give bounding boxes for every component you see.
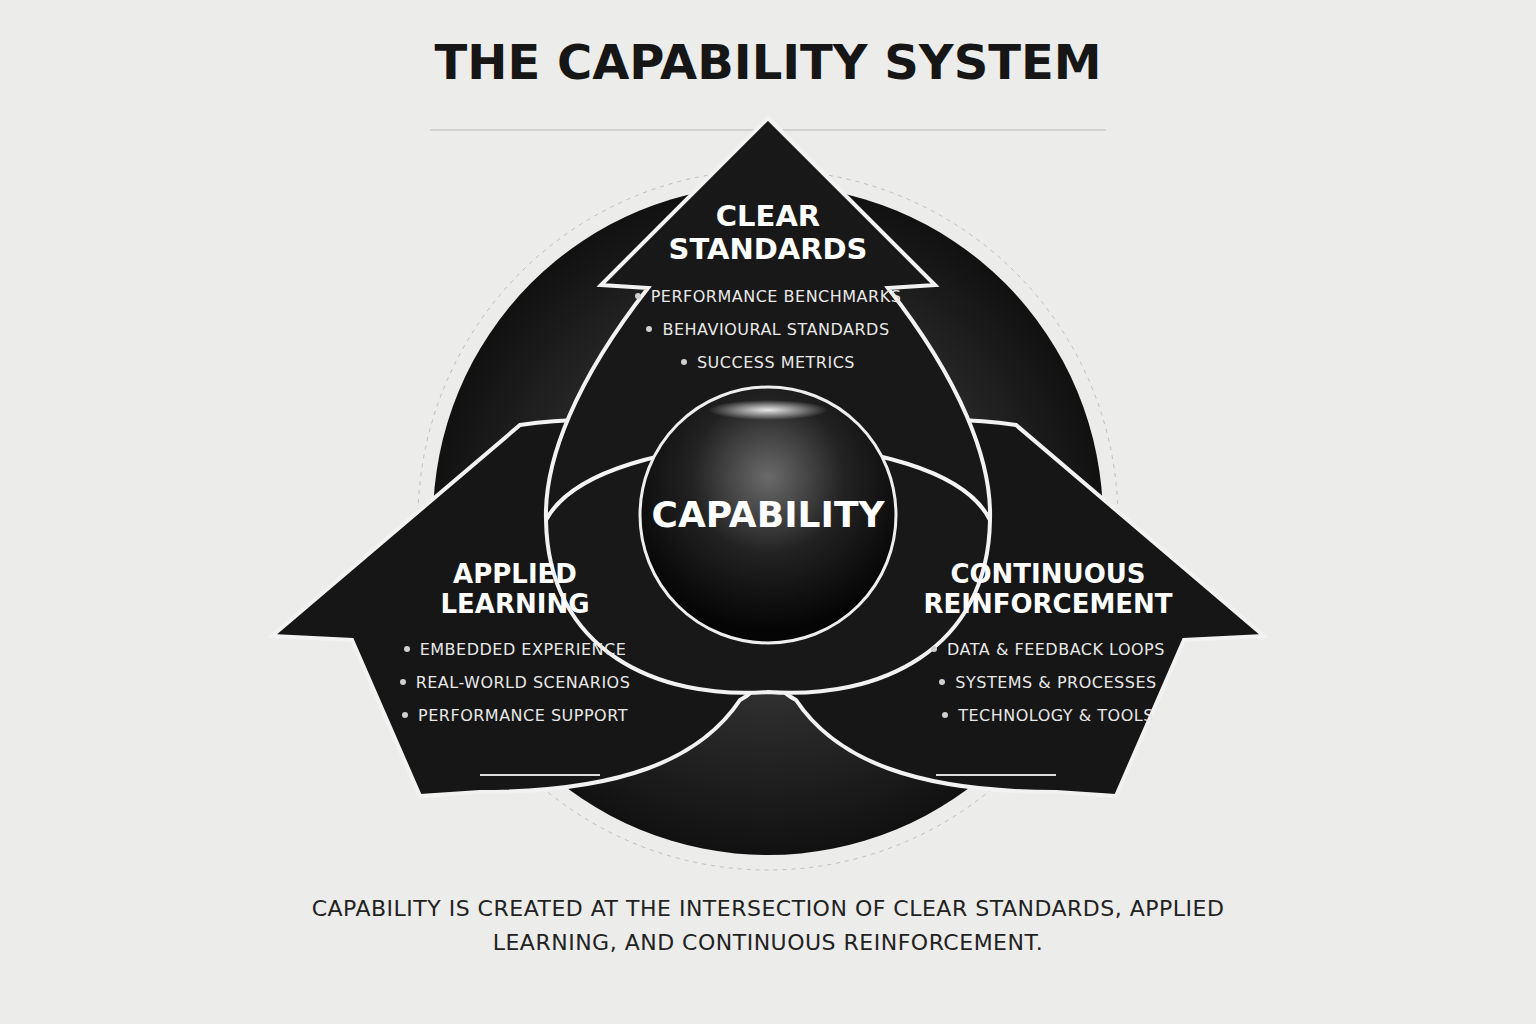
bullet-dot <box>400 679 406 685</box>
node-heading: CONTINUOUS REINFORCEMENT <box>898 560 1198 620</box>
bullet-dot <box>635 293 641 299</box>
bullet-item: SUCCESS METRICS <box>681 353 855 372</box>
bullet-item: SYSTEMS & PROCESSES <box>939 673 1156 692</box>
node-heading: CLEAR STANDARDS <box>658 200 878 267</box>
bullet-text: REAL-WORLD SCENARIOS <box>416 673 631 692</box>
bullet-item: PERFORMANCE BENCHMARKS <box>635 287 902 306</box>
bullet-text: EMBEDDED EXPERIENCE <box>420 640 627 659</box>
bullet-item: REAL-WORLD SCENARIOS <box>400 673 631 692</box>
bullet-item: EMBEDDED EXPERIENCE <box>404 640 627 659</box>
center-circle: CAPABILITY <box>648 494 888 535</box>
bullet-item: DATA & FEEDBACK LOOPS <box>931 640 1165 659</box>
bullet-text: DATA & FEEDBACK LOOPS <box>947 640 1165 659</box>
bullet-dot <box>939 679 945 685</box>
bullet-dot <box>931 646 937 652</box>
bullet-text: BEHAVIOURAL STANDARDS <box>662 320 889 339</box>
bullet-item: TECHNOLOGY & TOOLS <box>942 706 1154 725</box>
node-heading: CAPABILITY <box>651 494 884 535</box>
node-heading: APPLIED LEARNING <box>385 560 645 620</box>
bullet-text: PERFORMANCE BENCHMARKS <box>651 287 902 306</box>
bullet-dot <box>681 359 687 365</box>
bullet-text: TECHNOLOGY & TOOLS <box>958 706 1154 725</box>
bullet-text: PERFORMANCE SUPPORT <box>418 706 628 725</box>
bullet-text: SYSTEMS & PROCESSES <box>955 673 1156 692</box>
arrow-lobe: APPLIED LEARNING EMBEDDED EXPERIENCE REAL-… <box>350 560 680 725</box>
bullet-item: PERFORMANCE SUPPORT <box>402 706 628 725</box>
bullet-dot <box>402 712 408 718</box>
bullet-dot <box>646 326 652 332</box>
caption: CAPABILITY IS CREATED AT THE INTERSECTIO… <box>300 892 1236 960</box>
bullet-dot <box>404 646 410 652</box>
arrow-lobe: CONTINUOUS REINFORCEMENT DATA & FEEDBACK … <box>883 560 1213 725</box>
bullet-text: SUCCESS METRICS <box>697 353 855 372</box>
bullet-dot <box>942 712 948 718</box>
arrow-lobe: CLEAR STANDARDS PERFORMANCE BENCHMARKS BEH… <box>608 200 928 372</box>
bullet-item: BEHAVIOURAL STANDARDS <box>646 320 889 339</box>
diagram-title: THE CAPABILITY SYSTEM <box>0 34 1536 90</box>
